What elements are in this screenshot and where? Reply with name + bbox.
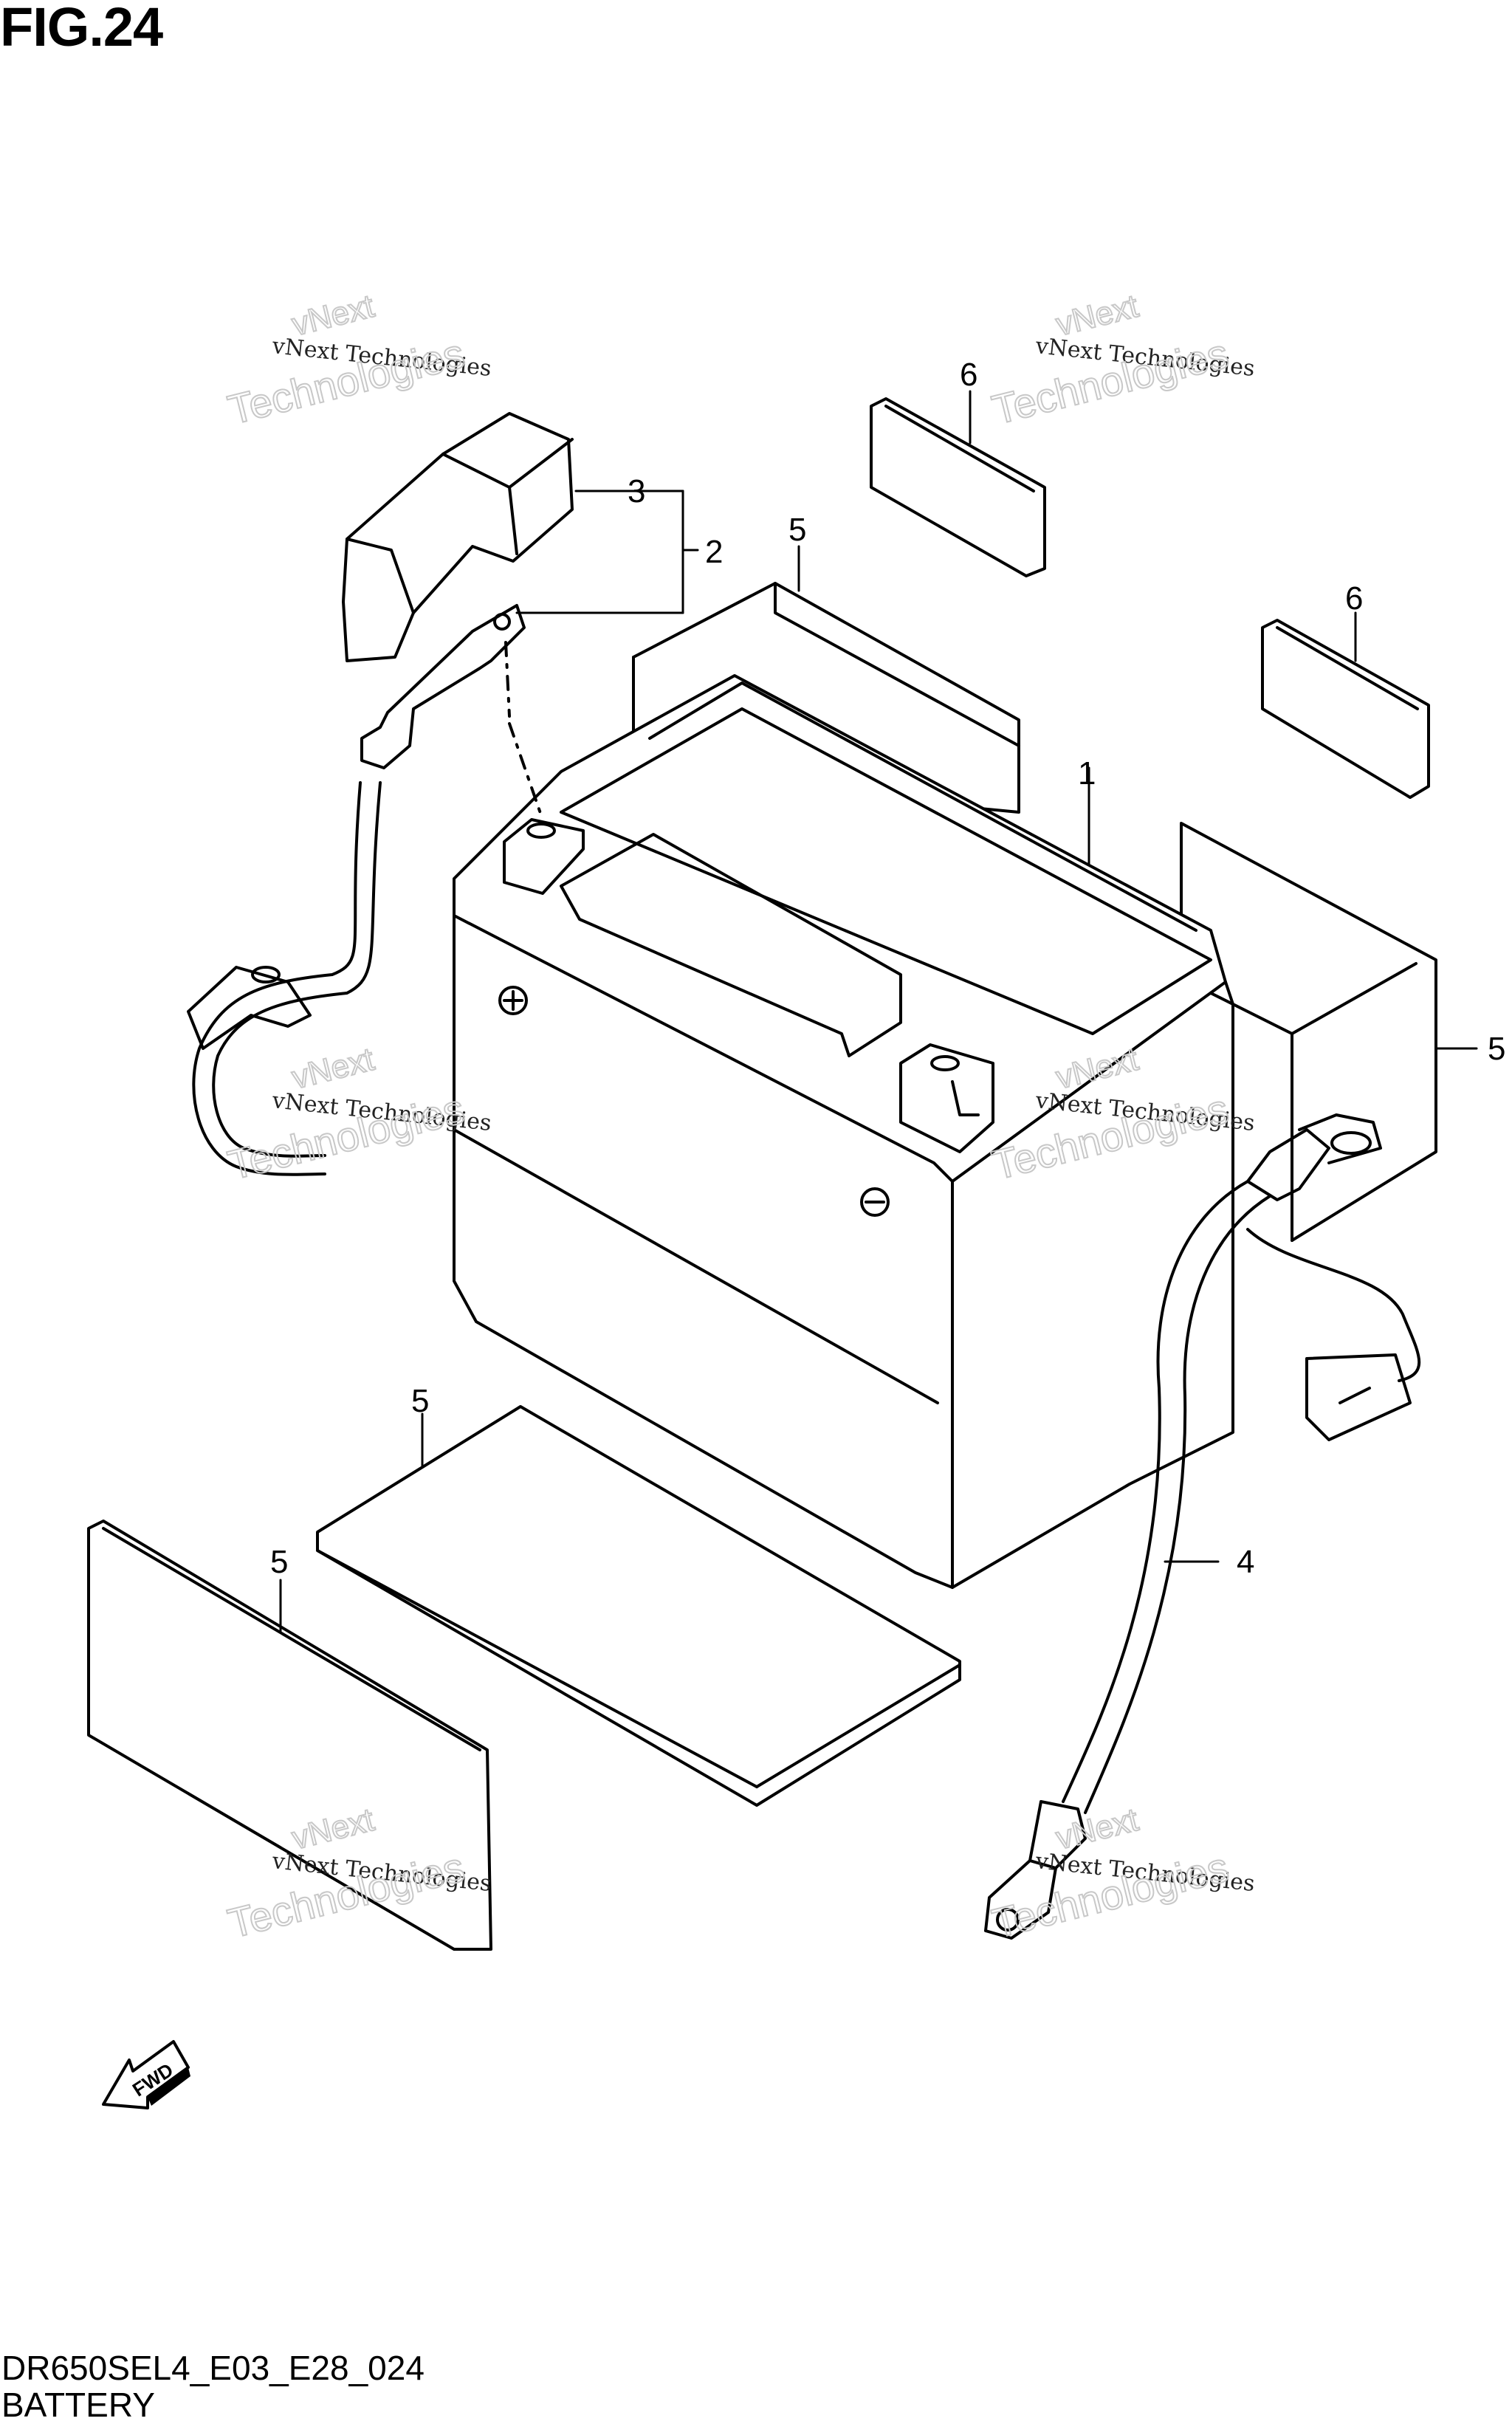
watermark-top-right: vNext vNext Technologies Technologies — [987, 287, 1257, 434]
callout-5-left: 5 — [270, 1544, 288, 1580]
svg-text:vNext: vNext — [289, 1802, 378, 1857]
watermark-top-left: vNext vNext Technologies Technologies — [223, 287, 493, 434]
battery-body — [453, 674, 1234, 1589]
terminal-cover — [342, 412, 574, 662]
callout-1: 1 — [1078, 755, 1096, 792]
figure-code: DR650SEL4_E03_E28_024 — [1, 2349, 425, 2387]
negative-lead-cable — [984, 1113, 1421, 1940]
positive-lead-cable — [187, 604, 544, 1176]
fwd-direction-marker: FWD — [102, 2040, 190, 2109]
small-pad-right — [1261, 619, 1430, 799]
svg-text:vNext: vNext — [289, 1041, 378, 1096]
arrow-left-icon — [102, 2040, 190, 2109]
small-pad-upper — [870, 397, 1046, 577]
callout-4: 4 — [1237, 1544, 1254, 1580]
watermark-bottom-right: vNext vNext Technologies Technologies — [987, 1801, 1257, 1948]
spacer-pad-bottom — [316, 1405, 961, 1807]
callout-5-rear: 5 — [788, 512, 806, 548]
callout-2: 2 — [705, 534, 723, 570]
watermark-bottom-left: vNext vNext Technologies Technologies — [223, 1801, 493, 1948]
figure-title: FIG.24 — [0, 0, 163, 58]
leader-lines — [279, 390, 1478, 1633]
callout-3: 3 — [628, 473, 645, 509]
svg-text:vNext: vNext — [289, 288, 378, 343]
watermark-mid-left: vNext vNext Technologies Technologies — [223, 1040, 493, 1189]
callout-5-right: 5 — [1488, 1031, 1505, 1067]
callout-5-bottom: 5 — [411, 1383, 429, 1419]
figure-name: BATTERY — [1, 2386, 155, 2424]
svg-text:vNext: vNext — [1053, 1802, 1142, 1857]
callout-6-right: 6 — [1345, 580, 1363, 617]
spacer-pad-left — [87, 1520, 492, 1951]
callout-labels: 1 2 3 4 5 5 5 5 6 6 — [270, 357, 1505, 1580]
svg-text:vNext: vNext — [1053, 288, 1142, 343]
callout-6-upper: 6 — [960, 357, 977, 393]
